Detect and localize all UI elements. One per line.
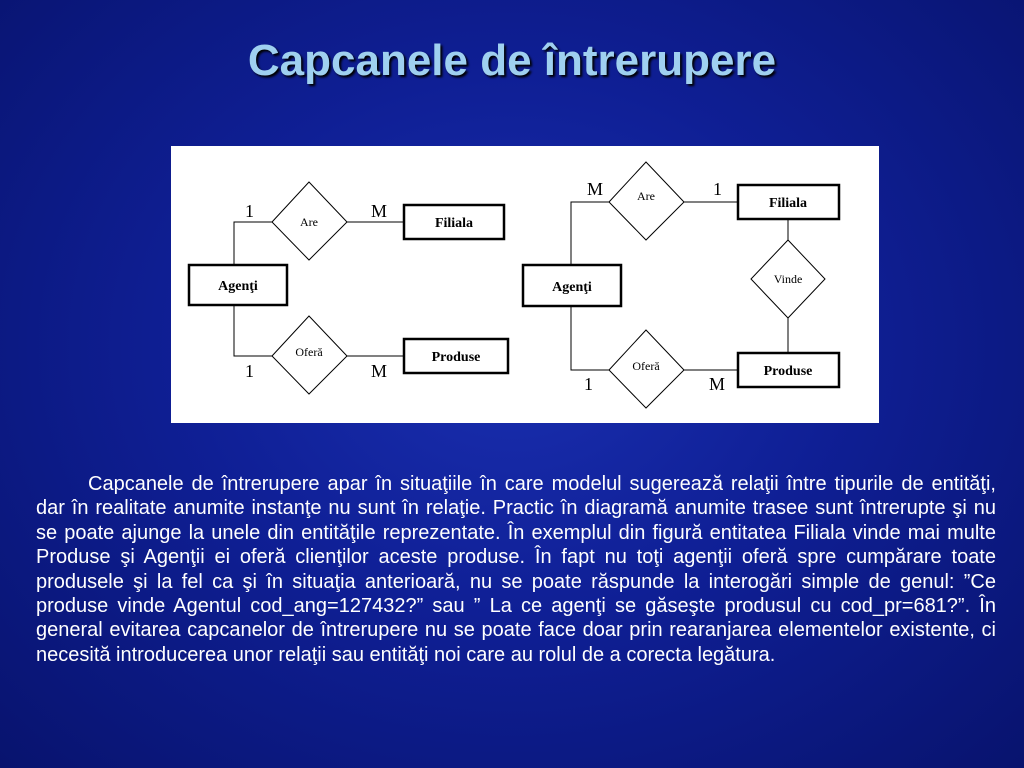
left-relation-ofera: Oferă — [271, 315, 348, 395]
left-entity-produse-label: Produse — [432, 350, 481, 365]
left-card-are-filiala: M — [371, 201, 387, 221]
left-entity-filiala: Filiala — [402, 203, 506, 241]
right-relation-vinde: Vinde — [750, 239, 826, 319]
right-card-are-agenti: M — [587, 179, 603, 199]
er-diagram-figure: Agenţi Filiala Produse Are Oferă 1 M — [171, 146, 879, 423]
right-card-ofera-produse: M — [709, 374, 725, 394]
body-paragraph: Capcanele de întrerupere apar în situaţi… — [36, 473, 996, 666]
right-card-ofera-agenti: 1 — [584, 374, 593, 394]
right-relation-are: Are — [608, 161, 685, 241]
left-entity-agenti: Agenţi — [187, 263, 289, 307]
right-entity-filiala-label: Filiala — [769, 196, 807, 211]
right-entity-filiala: Filiala — [736, 183, 841, 221]
right-er-diagram: Agenţi Filiala Produse Are Vinde Oferă — [521, 161, 841, 409]
right-entity-produse-label: Produse — [764, 364, 813, 379]
left-relation-ofera-label: Oferă — [295, 345, 323, 359]
slide-title: Capcanele de întrerupere — [247, 36, 777, 85]
left-er-diagram: Agenţi Filiala Produse Are Oferă 1 M — [187, 181, 510, 395]
left-relation-are: Are — [271, 181, 348, 261]
right-entity-agenti: Agenţi — [521, 263, 623, 308]
left-entity-produse: Produse — [402, 337, 510, 375]
left-card-ofera-agenti: 1 — [245, 361, 254, 381]
right-relation-ofera: Oferă — [608, 329, 685, 409]
right-entity-agenti-label: Agenţi — [552, 280, 592, 295]
right-connectors — [570, 201, 789, 371]
right-relation-are-label: Are — [637, 189, 655, 203]
left-card-are-agenti: 1 — [245, 201, 254, 221]
left-card-ofera-produse: M — [371, 361, 387, 381]
right-relation-ofera-label: Oferă — [632, 359, 660, 373]
right-card-are-filiala: 1 — [713, 179, 722, 199]
left-entity-filiala-label: Filiala — [435, 216, 473, 231]
left-relation-are-label: Are — [300, 215, 318, 229]
right-relation-vinde-label: Vinde — [774, 272, 803, 286]
right-entity-produse: Produse — [736, 351, 841, 389]
left-connectors — [233, 221, 404, 357]
left-entity-agenti-label: Agenţi — [218, 279, 258, 294]
